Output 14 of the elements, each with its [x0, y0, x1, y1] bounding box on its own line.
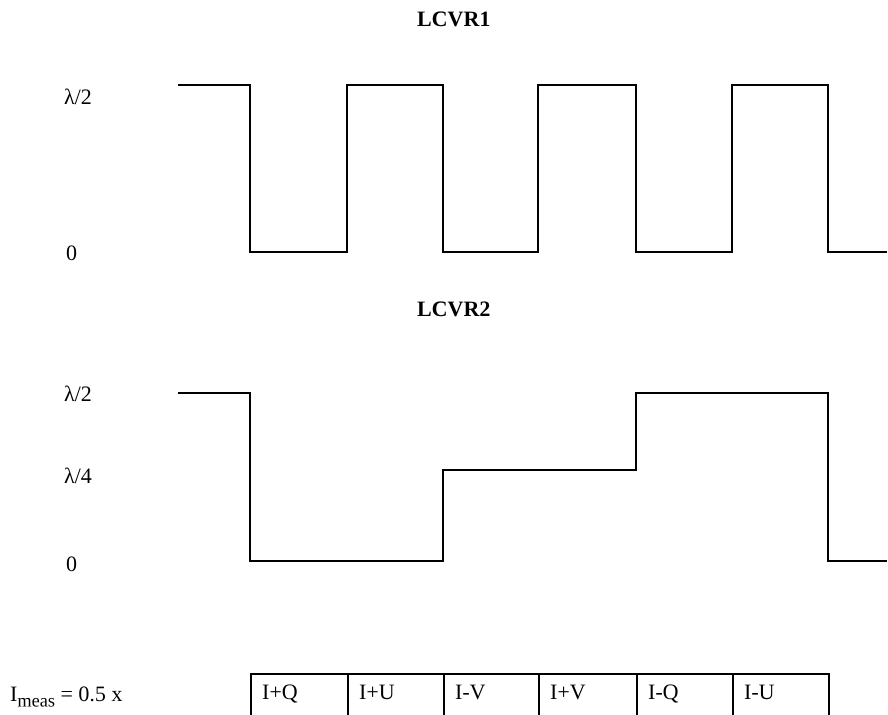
table-cell: I+U — [347, 673, 443, 715]
level-label: λ/2 — [64, 383, 92, 405]
formula-text: I$_{meas}$ = 0.5 x — [10, 683, 122, 710]
table-cell: I+V — [538, 673, 636, 715]
table-cell: I-U — [732, 673, 830, 715]
table-cell: I-V — [443, 673, 538, 715]
chart-title: LCVR1 — [417, 8, 490, 30]
table-cell: I+Q — [250, 673, 347, 715]
level-label: 0 — [66, 242, 77, 264]
table-cell: I-Q — [636, 673, 732, 715]
level-label: λ/4 — [64, 465, 92, 487]
level-label: λ/2 — [64, 86, 92, 108]
level-label: 0 — [66, 553, 77, 575]
chart-title: LCVR2 — [417, 298, 490, 320]
